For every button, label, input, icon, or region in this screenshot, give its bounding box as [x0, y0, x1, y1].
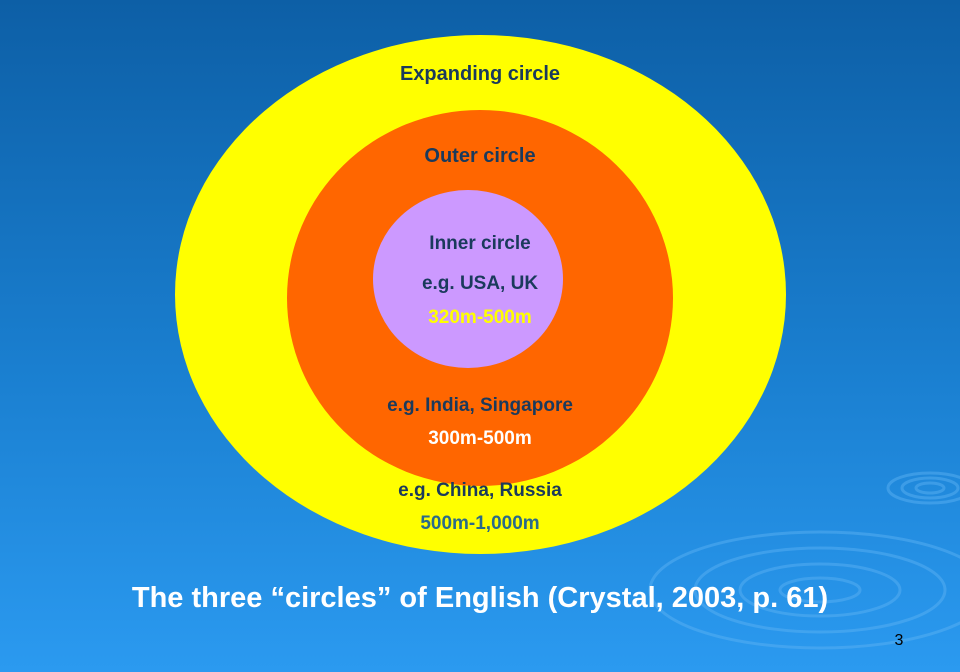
inner-circle-example: e.g. USA, UK	[421, 273, 539, 294]
outer-circle-title: Outer circle	[424, 145, 536, 167]
inner-circle-speakers: 320m-500m	[428, 307, 532, 328]
inner-circle-title: Inner circle	[429, 233, 531, 254]
inner-circle	[373, 190, 563, 368]
expanding-circle-speakers: 500m-1,000m	[420, 513, 540, 534]
outer-circle-speakers: 300m-500m	[428, 428, 532, 449]
expanding-circle-title: Expanding circle	[399, 63, 561, 85]
outer-circle-example: e.g. India, Singapore	[387, 395, 573, 416]
expanding-circle-example: e.g. China, Russia	[398, 480, 562, 501]
page-number: 3	[894, 632, 904, 649]
slide-caption: The three “circles” of English (Crystal,…	[131, 582, 829, 614]
